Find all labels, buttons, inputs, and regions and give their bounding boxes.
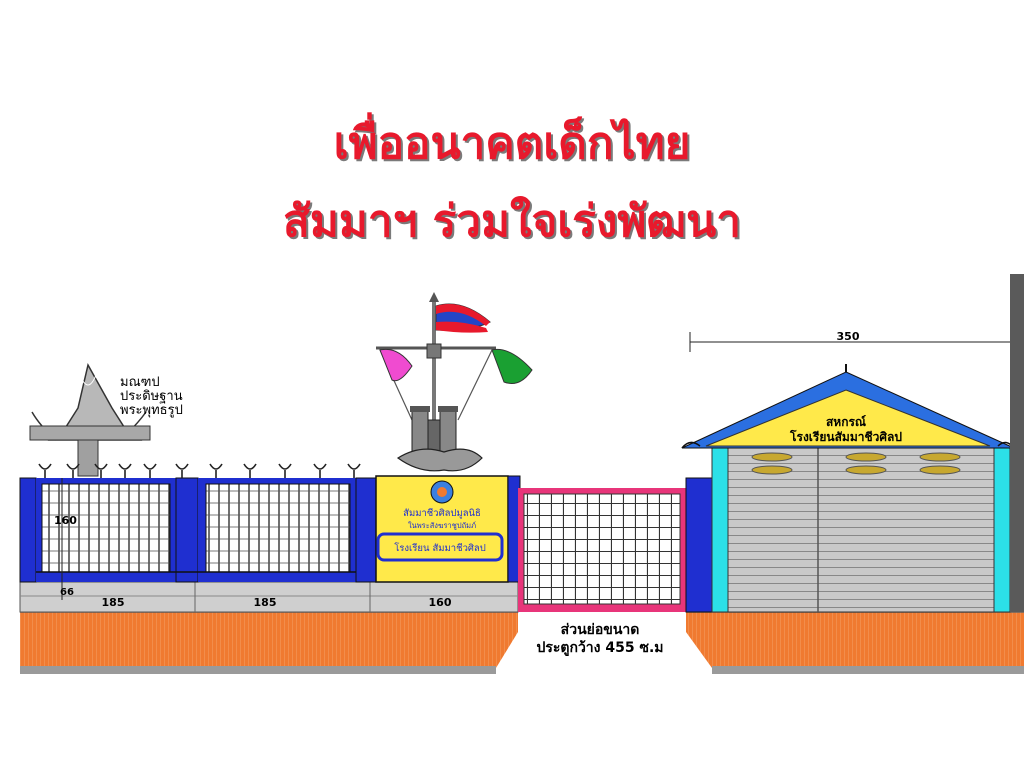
coop-building — [681, 364, 1015, 613]
fence-base — [19, 581, 519, 613]
school-sign — [375, 475, 521, 583]
dimension-160-base-label: 160 — [429, 596, 452, 609]
gate — [518, 488, 686, 612]
mondop-label-2: ประดิษฐาน — [120, 389, 183, 404]
dimension-350-label: 350 — [837, 330, 860, 343]
flagpole-structure — [376, 292, 533, 472]
mondop-label-3: พระพุทธรูป — [120, 403, 183, 418]
mondop-shrine — [29, 362, 151, 477]
title-line-2: สัมมาฯ ร่วมใจเร่งพัฒนา — [283, 196, 741, 247]
gate-label-1: ส่วนย่อขนาด — [561, 622, 640, 638]
dimension-185-b-label: 185 — [254, 596, 277, 609]
fence-section-left — [19, 477, 377, 583]
side-wall — [1010, 274, 1024, 612]
dimension-185-a-label: 185 — [102, 596, 125, 609]
dimension-160-vertical-label: 160 — [54, 514, 77, 527]
sign-school-name: โรงเรียน สัมมาชีวศิลป — [394, 542, 486, 554]
coop-label-2: โรงเรียนสัมมาชีวศิลป — [789, 429, 902, 444]
sign-foundation-line-1: สัมมาชีวศิลปมูลนิธิ — [403, 507, 481, 519]
mondop-label-1: มณฑป — [120, 375, 160, 390]
title-line-1: เพื่ออนาคตเด็กไทย — [333, 118, 691, 169]
dimension-66-label: 66 — [60, 587, 74, 598]
gate-label-2: ประตูกว้าง 455 ซ.ม — [536, 640, 663, 656]
sign-foundation-line-2: ในพระสังฆราชูปถัมภ์ — [408, 521, 476, 530]
gate-right-post — [685, 477, 713, 613]
ground — [20, 611, 1024, 674]
coop-label-1: สหกรณ์ — [826, 415, 866, 429]
dimension-350 — [689, 332, 1010, 352]
fence-spikes — [38, 463, 361, 478]
